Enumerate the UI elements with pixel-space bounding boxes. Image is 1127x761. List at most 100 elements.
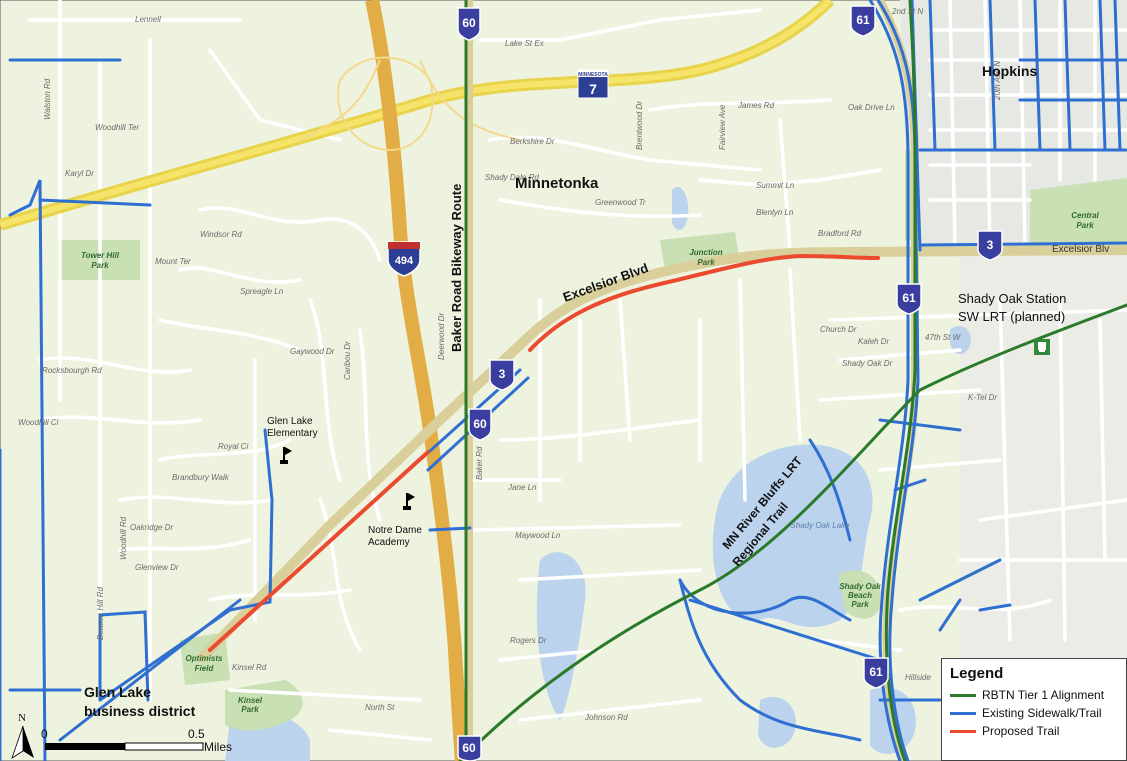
street-glenview-label: Glenview Dr — [135, 563, 179, 572]
place-hopkins-label: Hopkins — [982, 63, 1037, 79]
shady-beach-label-3: Park — [851, 600, 869, 609]
optimists-field-label-1: Optimists — [186, 654, 223, 663]
shield-c61-bottom-icon: 61 — [863, 657, 889, 689]
street-deerwood-label: Deerwood Dr — [437, 313, 446, 360]
shield-c60-top-icon: 60 — [457, 7, 481, 41]
street-karyl-label: Karyl Dr — [65, 169, 94, 178]
tower-hill-park-label-1: Tower Hill — [81, 251, 120, 260]
highway-7-inner — [0, 0, 833, 228]
central-park-label-2: Park — [1076, 221, 1094, 230]
legend-row-existing: Existing Sidewalk/Trail — [950, 704, 1118, 722]
shady-beach-label-1: Shady Oak — [839, 582, 881, 591]
scale-zero-label: 0 — [41, 727, 48, 741]
street-lennell-label: Lennell — [135, 15, 161, 24]
street-kinsel-label: Kinsel Rd — [232, 663, 267, 672]
central-park-label-1: Central — [1071, 211, 1099, 220]
legend-swatch-existing — [950, 711, 976, 715]
notre-dame-label-1: Notre Dame — [368, 525, 422, 536]
street-gaywood-label: Gaywood Dr — [290, 347, 335, 356]
street-berkshire-label: Berkshire Dr — [510, 137, 555, 146]
notre-dame-label-2: Academy — [368, 537, 410, 548]
street-oak-drive-label: Oak Drive Ln — [848, 103, 895, 112]
school-flag-notre-dame-icon — [403, 493, 415, 510]
pond-east-small — [950, 325, 971, 355]
shield-c61-top-label: 61 — [856, 13, 870, 27]
street-47th-label: 47th St W — [925, 333, 962, 342]
street-woodhill-ci-label: Woodhill Ci — [18, 418, 59, 427]
excelsior-blvd — [196, 245, 1127, 664]
central-park-area — [1030, 178, 1127, 250]
street-hillside-label: Hillside — [905, 673, 931, 682]
scale-half-label: 0.5 — [188, 727, 205, 741]
shield-c3-mid-label: 3 — [499, 367, 506, 381]
pond-south-mid — [758, 696, 796, 748]
legend-title: Legend — [950, 665, 1004, 682]
shield-hwy7-icon: MINNESOTA 7 — [577, 69, 609, 99]
lake-south-west — [536, 552, 586, 720]
tier1-alignments — [458, 0, 1127, 761]
street-maywood-label: Maywood Ln — [515, 531, 561, 540]
street-oakridge-label: Oakridge Dr — [130, 523, 173, 532]
shield-hwy7-state: MINNESOTA — [578, 72, 608, 78]
interchange-loops — [337, 56, 434, 152]
street-baker-rd-label: Baker Rd — [475, 446, 484, 480]
kinsel-park-label-1: Kinsel — [238, 696, 263, 705]
tower-hill-park-label-2: Park — [91, 261, 109, 270]
street-brandbury-label: Brandbury Walk — [172, 473, 230, 482]
place-glen-lake-label: Glen Lake — [84, 684, 151, 700]
optimists-field-label-2: Field — [195, 664, 215, 673]
station-label-1: Shady Oak Station — [958, 291, 1066, 306]
shady-oak-lake-label: Shady Oak Lake — [790, 521, 850, 530]
street-shady-dale-label: Shady Dale Rd — [485, 173, 539, 182]
station-label-2: SW LRT (planned) — [958, 309, 1065, 324]
street-woodhill-ter-label: Woodhill Ter — [95, 123, 140, 132]
street-k-tel-label: K-Tel Dr — [968, 393, 997, 402]
interchange-ramps — [299, 59, 521, 141]
pond-north — [672, 186, 689, 231]
glen-lake-elementary-label-2: Elementary — [267, 428, 318, 439]
street-north-st-label: North St — [365, 703, 395, 712]
street-church-label: Church Dr — [820, 325, 857, 334]
glen-lake-elementary-label-1: Glen Lake — [267, 416, 313, 427]
shield-c60-mid-label: 60 — [473, 417, 487, 431]
legend-label-existing: Existing Sidewalk/Trail — [982, 706, 1102, 720]
excelsior-blvd-east-label: Excelsior Blv — [1052, 244, 1109, 255]
legend-swatch-proposed — [950, 729, 976, 733]
kinsel-park-label-2: Park — [241, 705, 259, 714]
street-james-label: James Rd — [737, 101, 775, 110]
interstate-494 — [365, 0, 469, 761]
street-fairview-label: Fairview Ave — [718, 104, 727, 150]
shield-c61-top-icon: 61 — [850, 5, 876, 37]
shield-c60-bottom-label: 60 — [462, 741, 476, 755]
street-walston-label: Walston Rd — [43, 78, 52, 120]
street-shady-oak-dr-label: Shady Oak Dr — [842, 359, 893, 368]
street-2nd-st-label: 2nd St N — [891, 7, 923, 16]
shady-oak-beach-park-area — [838, 570, 882, 619]
street-20th-ave-label: 20th Ave N — [993, 61, 1002, 101]
shield-c3-east-label: 3 — [987, 238, 994, 252]
legend-row-tier1: RBTN Tier 1 Alignment — [950, 686, 1118, 704]
east-urban-area — [960, 250, 1127, 660]
street-johnson-label: Johnson Rd — [584, 713, 628, 722]
map-legend: Legend RBTN Tier 1 Alignment Existing Si… — [941, 658, 1127, 761]
place-minnetonka-label: Minnetonka — [515, 175, 599, 192]
shady-oak-lake — [712, 444, 873, 628]
shield-hwy7-label: 7 — [589, 81, 597, 97]
street-mount-ter-label: Mount Ter — [155, 257, 191, 266]
shield-c60-bottom-icon: 60 — [457, 735, 482, 761]
street-kaleh-label: Kaleh Dr — [858, 337, 889, 346]
proposed-trails — [208, 253, 880, 652]
street-windsor-label: Windsor Rd — [200, 230, 242, 239]
scale-unit-label: Miles — [204, 740, 232, 754]
north-arrow-icon: N — [11, 712, 34, 759]
shield-c61-bottom-label: 61 — [869, 665, 883, 679]
shield-i494-icon: 494 — [387, 241, 421, 277]
legend-label-tier1: RBTN Tier 1 Alignment — [982, 688, 1105, 702]
legend-label-proposed: Proposed Trail — [982, 724, 1060, 738]
shield-c60-top-label: 60 — [462, 16, 476, 30]
place-business-district-label: business district — [84, 703, 196, 719]
street-lake-st-label: Lake St Ex — [505, 39, 545, 48]
street-summit-label: Summit Ln — [756, 181, 795, 190]
